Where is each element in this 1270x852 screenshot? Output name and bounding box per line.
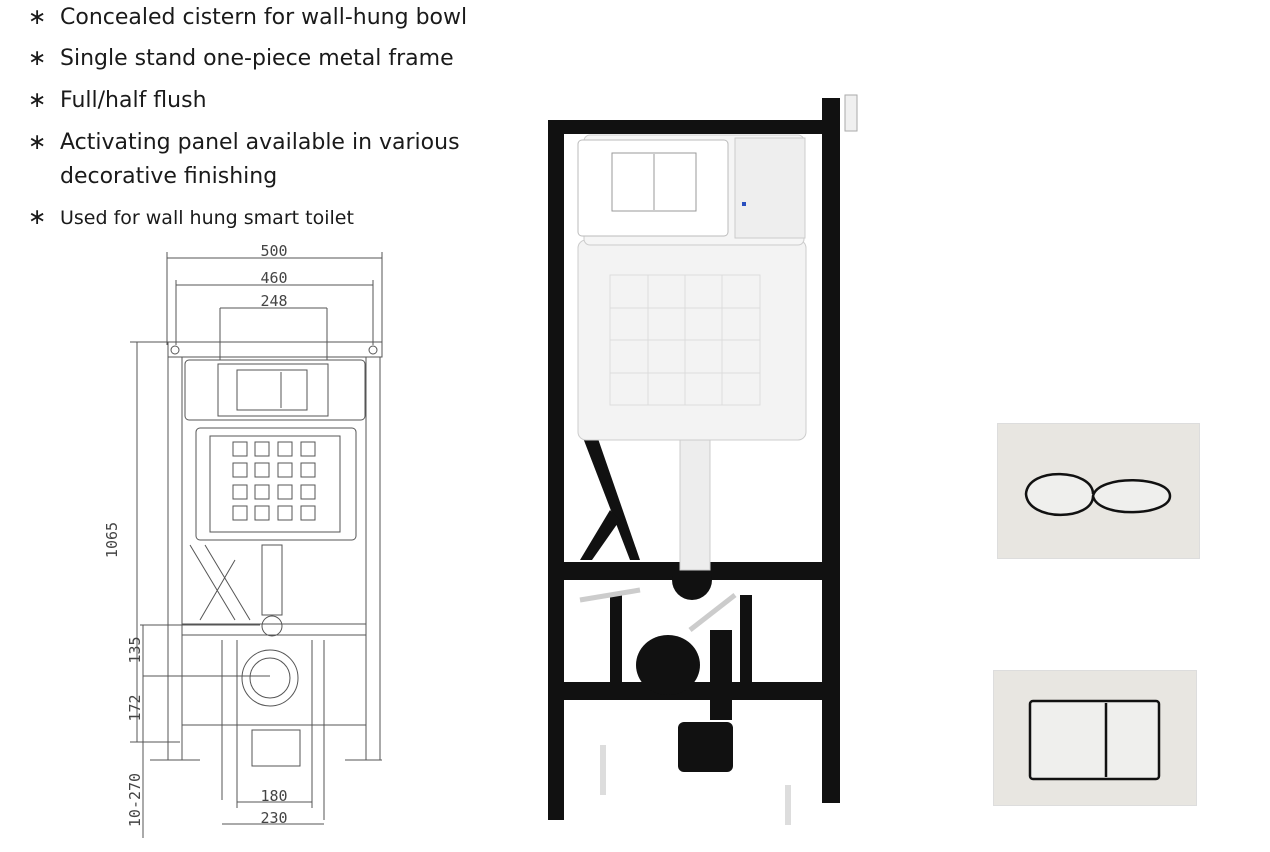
dim-10-270: 10-270 — [126, 773, 144, 827]
dim-1065: 1065 — [103, 522, 121, 558]
dim-230: 230 — [260, 809, 287, 827]
bullet-icon: ∗ — [28, 5, 47, 30]
dim-500: 500 — [260, 242, 287, 260]
dim-248: 248 — [260, 292, 287, 310]
round-buttons-icon — [1024, 472, 1172, 516]
feature-item: ∗ Single stand one-piece metal frame — [28, 42, 454, 76]
feature-text: Full/half flush — [60, 88, 207, 113]
cistern-grid — [232, 441, 316, 521]
feature-item: ∗ Used for wall hung smart toilet — [28, 201, 354, 235]
feature-text: decorative finishing — [60, 164, 278, 189]
feature-item: ∗ Activating panel available in various de… — [28, 126, 460, 194]
round-flush-plate[interactable] — [997, 423, 1200, 559]
technical-drawing: 500 460 248 1065 135 172 10-270 180 230 — [103, 242, 383, 838]
bullet-icon: ∗ — [28, 46, 47, 71]
dim-180: 180 — [260, 787, 287, 805]
feature-item: ∗ Concealed cistern for wall-hung bowl — [28, 1, 467, 35]
dual-buttons-icon — [1028, 699, 1161, 781]
bullet-icon: ∗ — [28, 88, 47, 113]
feature-text: Used for wall hung smart toilet — [60, 207, 354, 229]
feature-item: ∗ Full/half flush — [28, 84, 207, 118]
product-frame-image — [548, 94, 858, 825]
bullet-icon: ∗ — [28, 205, 47, 230]
feature-text: Concealed cistern for wall-hung bowl — [60, 5, 468, 30]
dim-135: 135 — [126, 636, 144, 663]
bullet-icon: ∗ — [28, 130, 47, 155]
dim-172: 172 — [126, 694, 144, 721]
feature-text: Single stand one-piece metal frame — [60, 46, 454, 71]
rectangular-flush-plate[interactable] — [993, 670, 1197, 806]
feature-text: Activating panel available in various — [60, 130, 460, 155]
dim-460: 460 — [260, 269, 287, 287]
